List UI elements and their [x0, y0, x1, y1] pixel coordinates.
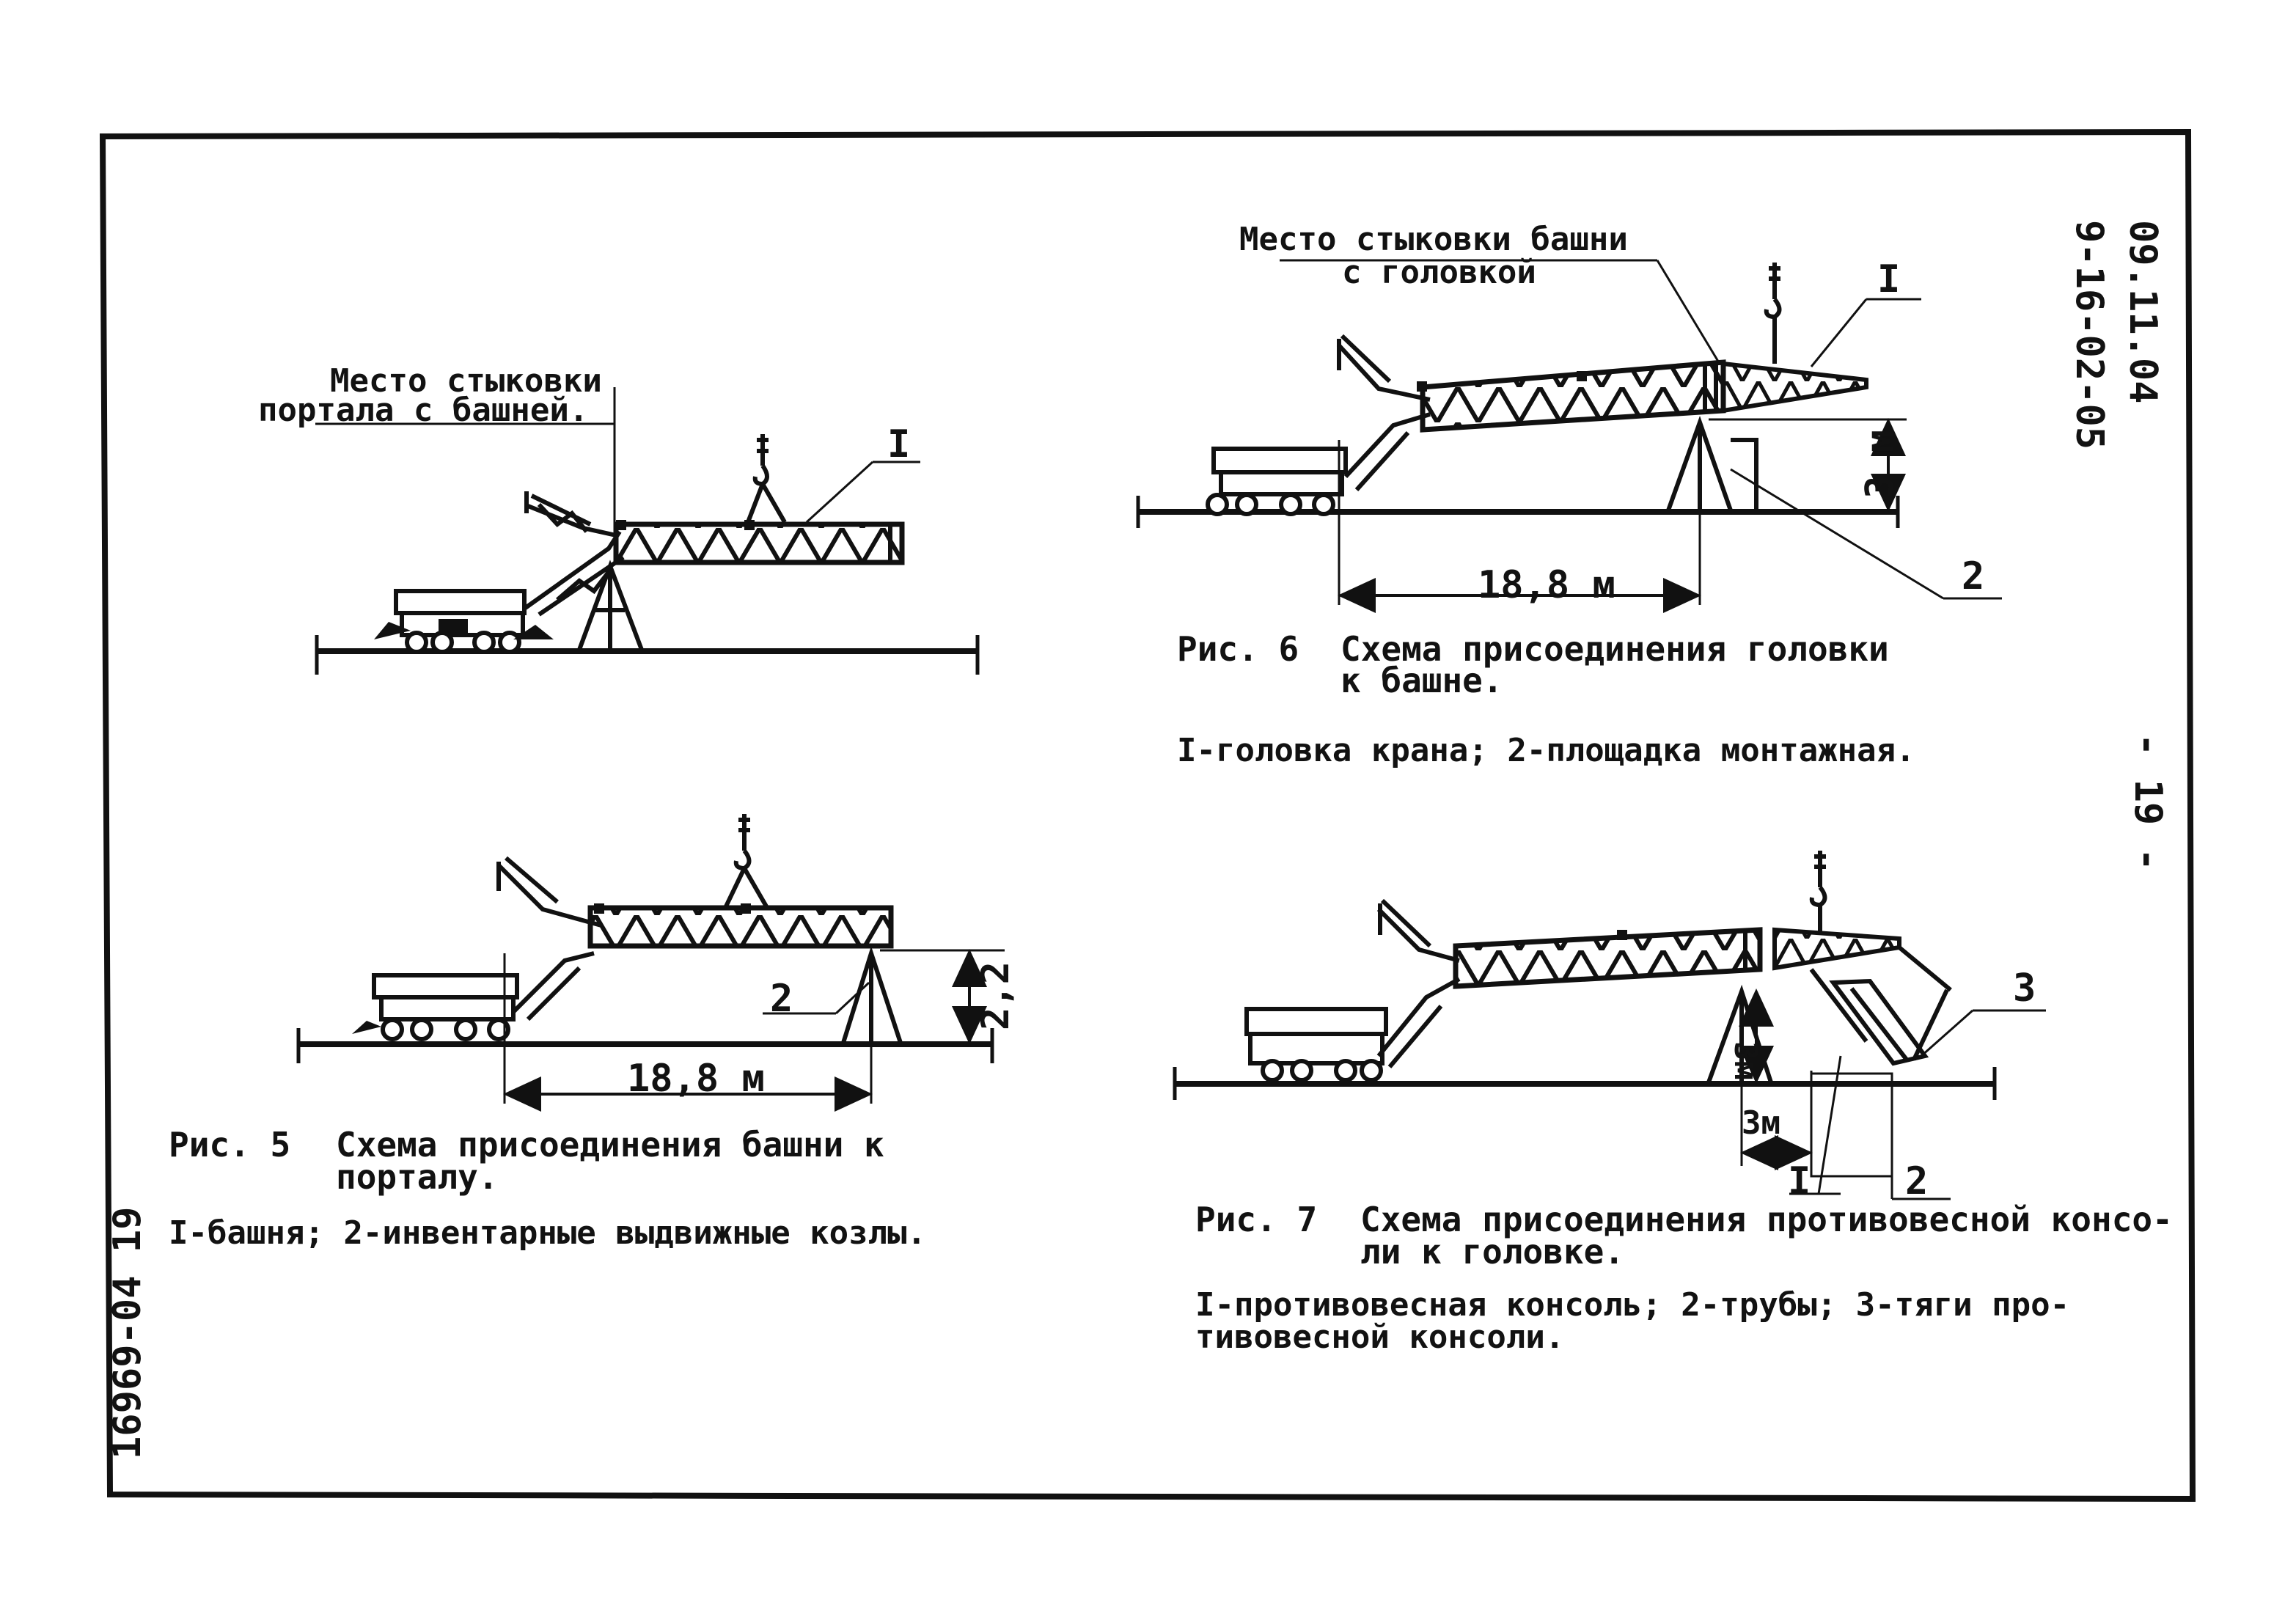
fig7-label-1: I — [1788, 1159, 1811, 1203]
fig6-dim-span: 18,8 м — [1478, 563, 1615, 607]
fig5-trestle — [577, 560, 644, 651]
fig6-caption-line1: Схема присоединения головки — [1340, 629, 1889, 669]
fig5-label-2: 2 — [770, 977, 793, 1021]
fig6-label-2: 2 — [1962, 554, 1985, 598]
fig6-tower-boom — [1417, 359, 1726, 433]
fig5-label-1: I — [887, 422, 911, 466]
side-stamp: 16969-04 19 — [106, 1206, 150, 1459]
fig7-caption-number: Рис. 7 — [1195, 1200, 1318, 1239]
fig7-crane-head — [1772, 927, 1901, 971]
fig7-counterweight-console — [1829, 945, 1952, 1066]
fig5-callout-line2: портала с башней. — [258, 392, 589, 429]
fig6-callout-line2: с головкой — [1342, 254, 1536, 291]
page-number: - 19 - — [2126, 733, 2170, 871]
fig7-label-2: 2 — [1905, 1159, 1929, 1203]
fig5-dim-span: 18,8 м — [627, 1057, 765, 1101]
fig5-caption-line2: порталу. — [336, 1157, 499, 1197]
fig6-portal-base — [1206, 447, 1348, 516]
sheet-date: 09.11.04 — [2121, 220, 2165, 404]
fig5-tower-boom — [613, 520, 905, 565]
fig7-tower-boom — [1453, 927, 1777, 989]
fig5-portal-base — [374, 589, 554, 654]
fig6-crane-head — [1721, 361, 1868, 414]
fig5b-drawing — [296, 814, 1005, 1112]
fig5-hook — [746, 434, 787, 524]
fig7-dim-offset: 3м — [1742, 1104, 1780, 1142]
fig5-legend: I-башня; 2-инвентарные выдвижные козлы. — [169, 1214, 927, 1252]
fig7-label-3: 3 — [2013, 966, 2036, 1010]
fig7-caption-line1: Схема присоединения противовесной консо- — [1360, 1200, 2173, 1239]
fig6-caption-number: Рис. 6 — [1177, 629, 1299, 669]
fig7-drawing — [1173, 851, 2046, 1200]
fig5-caption-number: Рис. 5 — [169, 1125, 291, 1164]
fig5-dim-height: 2,2 — [974, 961, 1018, 1030]
fig6-drawing — [1136, 259, 2002, 613]
fig6-callout-line1: Место стыковки башни — [1239, 221, 1628, 258]
fig7-portal-base — [1244, 1007, 1388, 1082]
fig6-label-1: I — [1877, 257, 1901, 301]
fig5b-portal-base — [352, 973, 519, 1041]
fig6-legend: I-головка крана; 2-площадка монтажная. — [1177, 732, 1915, 769]
fig7-legend-line1: I-противовесная консоль; 2-трубы; 3-тяги… — [1195, 1286, 2070, 1324]
fig5-callout-line1: Место стыковки — [330, 362, 602, 400]
fig5-drawing — [315, 387, 980, 675]
fig6-caption-line2: к башне. — [1340, 661, 1503, 700]
fig7-dim-height: 3м — [1727, 1041, 1764, 1080]
fig6-dim-height: 3 м — [1858, 430, 1902, 499]
fig6-trestle — [1666, 416, 1758, 512]
sheet-code: 9-16-02-05 — [2067, 220, 2111, 450]
fig7-legend-line2: тивовесной консоли. — [1195, 1318, 1565, 1356]
fig5b-tower-boom — [587, 903, 894, 949]
sheet-border — [99, 128, 2196, 1503]
fig7-caption-line2: ли к головке. — [1360, 1232, 1625, 1272]
fig5-caption-line1: Схема присоединения башни к — [336, 1125, 884, 1164]
